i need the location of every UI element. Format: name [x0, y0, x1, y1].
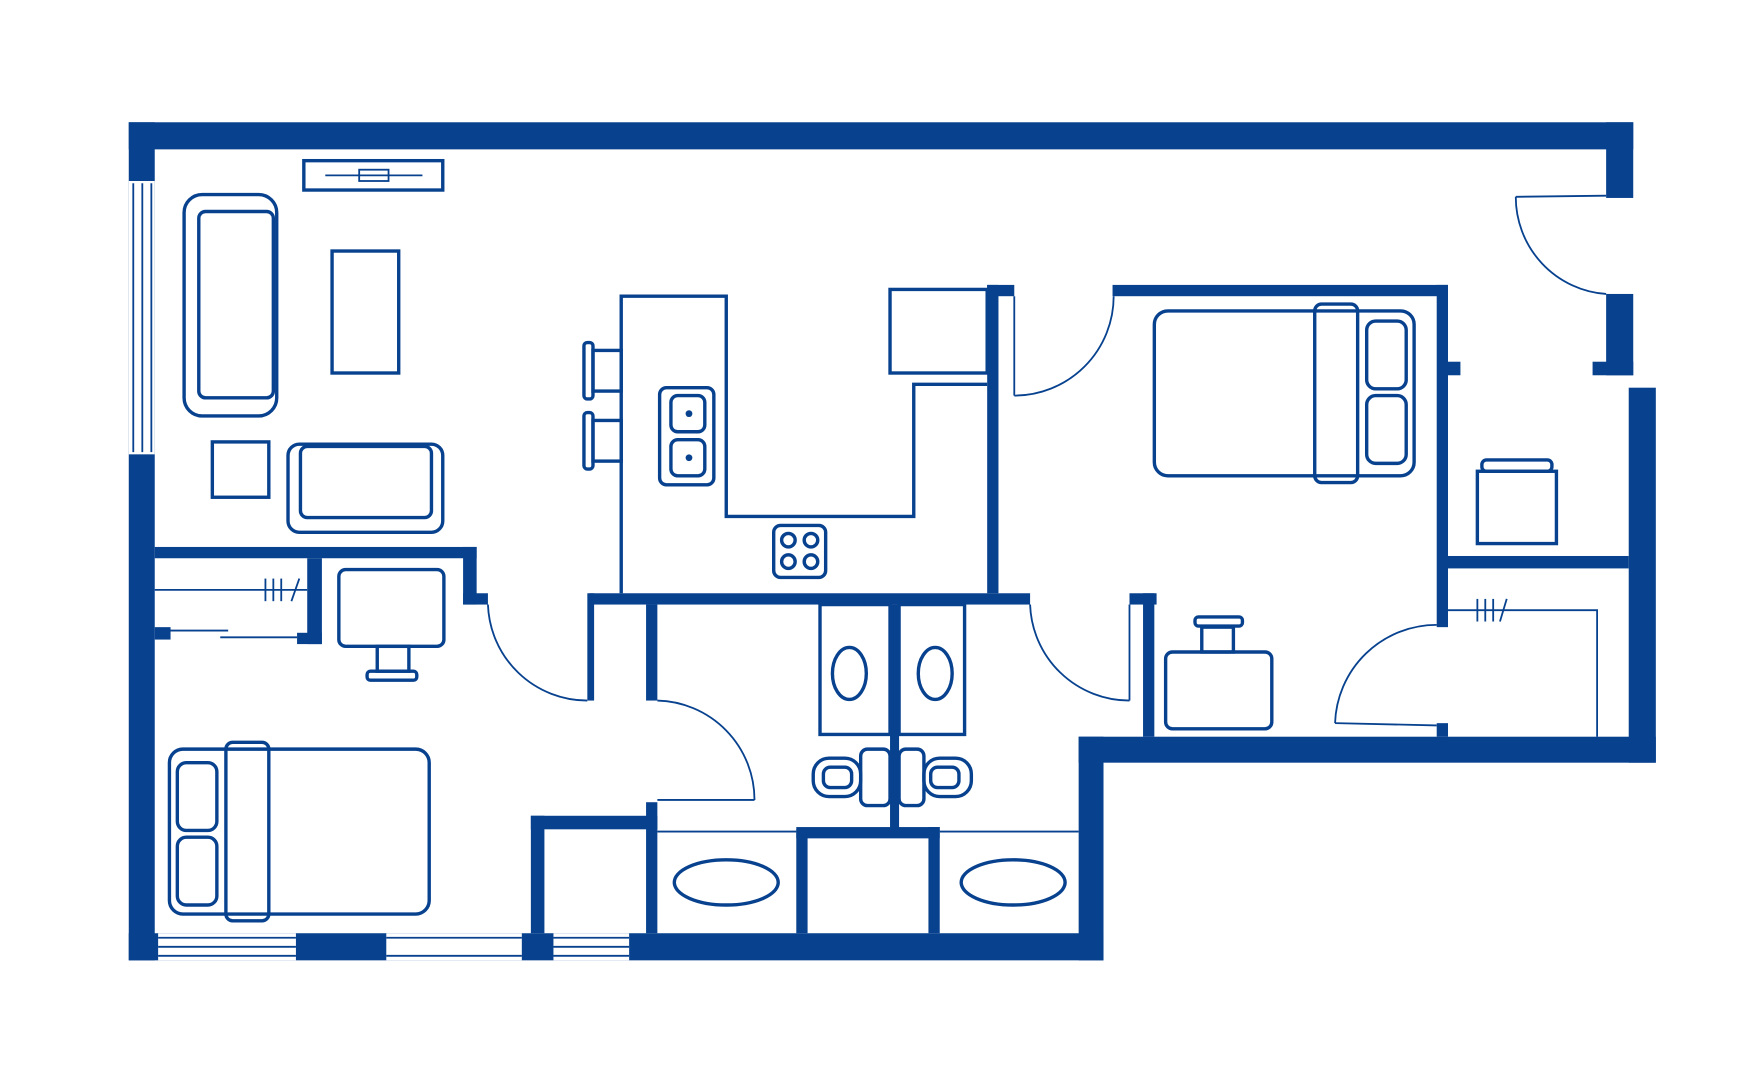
bedroom-1-furniture: [167, 567, 446, 923]
windows: [128, 180, 630, 961]
kitchen-furniture: [582, 287, 989, 594]
bedroom-2-furniture: [1152, 302, 1559, 731]
living-room-furniture: [182, 158, 445, 534]
doors: [487, 194, 1607, 801]
closet-rods: [154, 578, 1598, 737]
bathroom-fixtures: [657, 602, 1079, 907]
walls: [128, 122, 1656, 961]
